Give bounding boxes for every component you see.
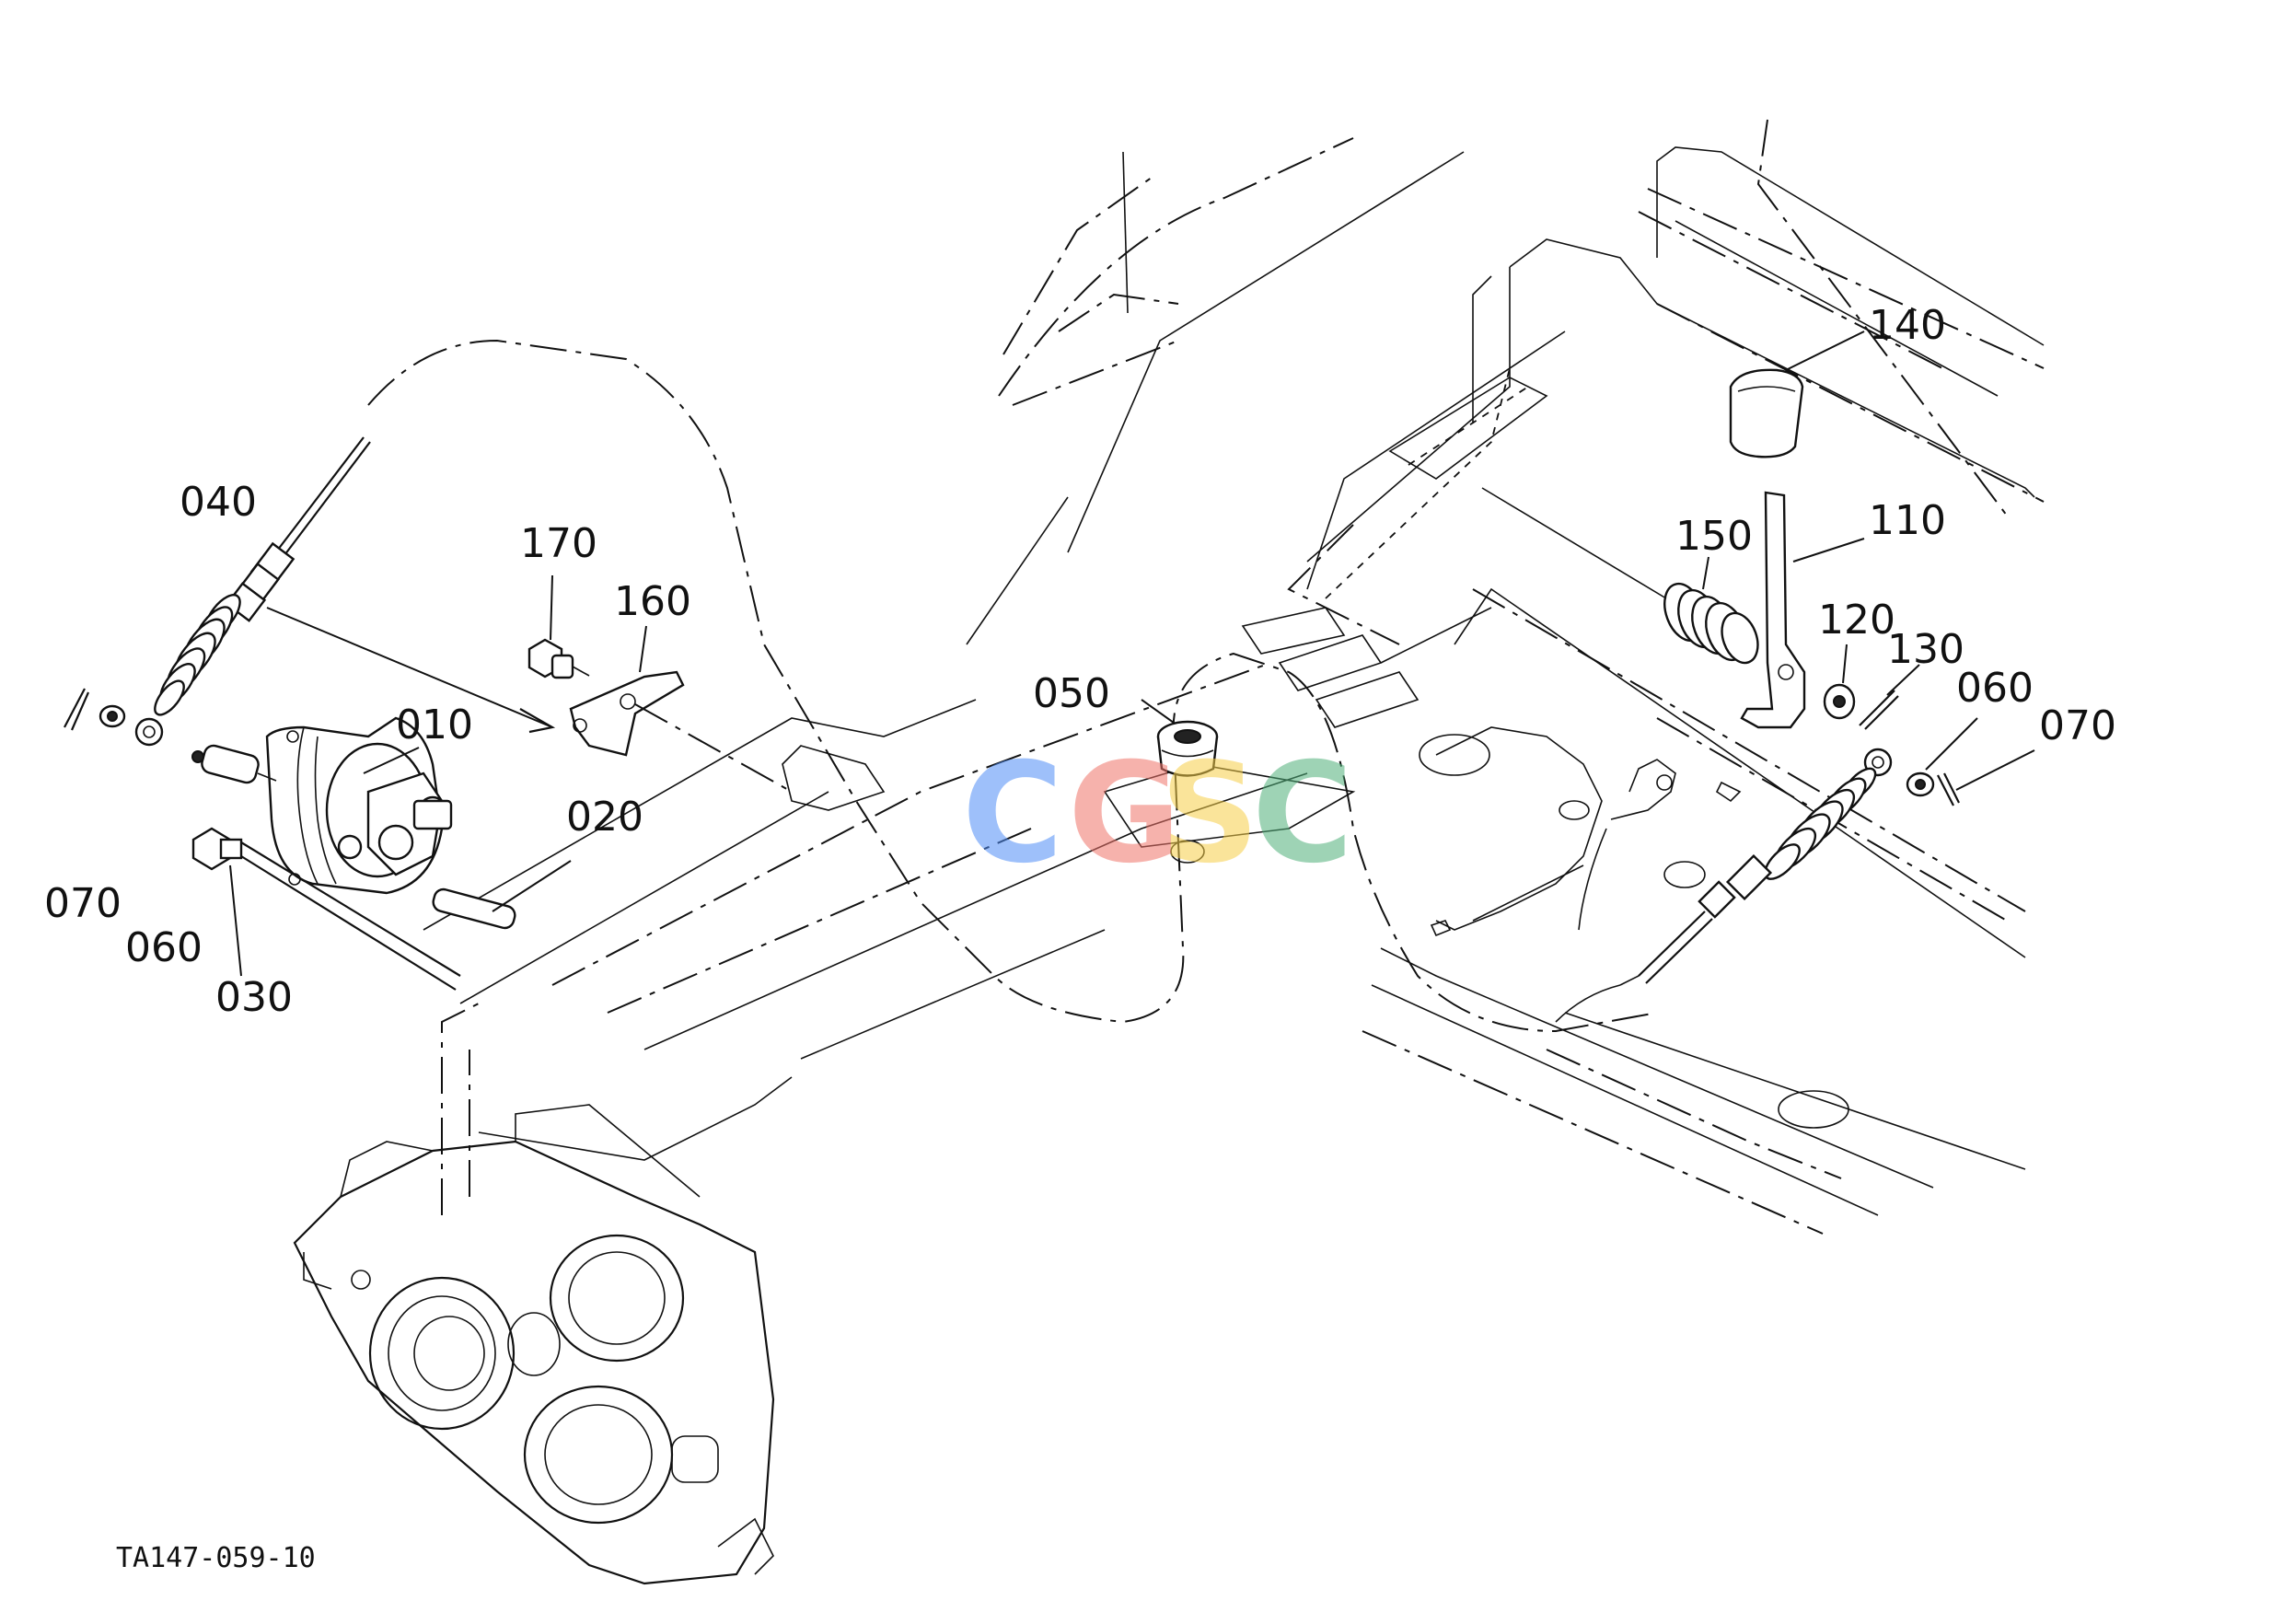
label-060-right: 060 [1956, 665, 2034, 712]
cable-right [1555, 748, 1893, 1023]
label-140: 140 [1869, 302, 1946, 349]
spring-150 [1481, 487, 1759, 665]
pin-washer-left [64, 688, 126, 731]
label-030: 030 [215, 974, 293, 1021]
bracket-160 [569, 625, 793, 793]
washer-120 [1823, 644, 1856, 720]
bolt-170 [527, 574, 590, 679]
watermark-letter-3: S [1160, 734, 1259, 894]
pin-130 [1859, 664, 1920, 730]
label-070-left: 070 [44, 880, 122, 927]
label-130: 130 [1887, 626, 1964, 673]
pedal-linkage [1430, 726, 1742, 937]
pin-washer-right [1906, 717, 2035, 806]
label-010: 010 [396, 702, 473, 748]
label-070-right: 070 [2039, 702, 2116, 749]
label-110: 110 [1869, 497, 1946, 544]
label-120: 120 [1818, 597, 1895, 644]
actuator-010 [191, 716, 453, 895]
watermark-letter-4: C [1252, 734, 1353, 894]
rubber-boot-left [154, 594, 241, 716]
label-170: 170 [520, 520, 597, 567]
knob-140 [1729, 331, 1865, 458]
label-160: 160 [614, 578, 691, 625]
grommet-050 [1141, 699, 1219, 777]
label-060-left: 060 [125, 924, 203, 971]
drawing-code: TA147-059-10 [116, 1542, 316, 1574]
part-labels: 040 170 160 010 020 070 060 030 050 140 … [44, 302, 2116, 1021]
bolt-030 [191, 827, 461, 991]
transmission-housing [293, 1003, 793, 1585]
cable-040 [134, 436, 556, 747]
watermark: C G S C [962, 734, 1353, 894]
watermark-letter-2: G [1068, 734, 1181, 894]
label-020: 020 [566, 794, 643, 841]
label-150: 150 [1675, 513, 1753, 560]
lever-110 [1740, 491, 1865, 729]
watermark-letter-1: C [962, 734, 1063, 894]
pin-020 [432, 860, 572, 930]
label-050: 050 [1033, 670, 1110, 717]
label-040: 040 [180, 479, 257, 526]
